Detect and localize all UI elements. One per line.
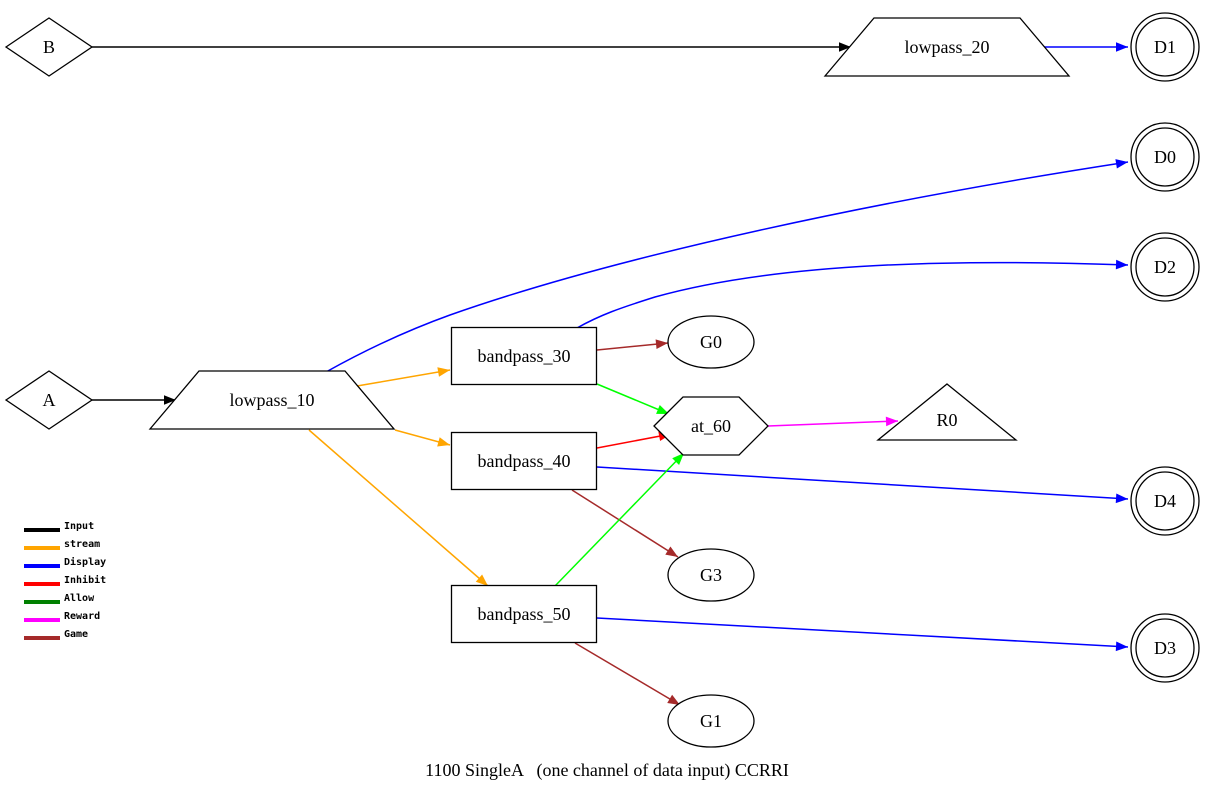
node-shape	[1135, 618, 1195, 678]
node-D0[interactable]: D0	[1130, 122, 1200, 192]
legend-label: Display	[64, 556, 106, 568]
node-bandpass_30[interactable]: bandpass_30	[450, 326, 598, 386]
node-shape	[823, 17, 1071, 77]
node-D2[interactable]: D2	[1130, 232, 1200, 302]
node-bandpass_50[interactable]: bandpass_50	[450, 584, 598, 644]
edge-bandpass_40-to-G3	[571, 489, 679, 558]
legend-label: Input	[64, 521, 94, 532]
legend-label: stream	[64, 539, 100, 550]
node-label: G0	[700, 332, 722, 352]
node-shape	[653, 396, 769, 456]
node-shape	[1135, 127, 1195, 187]
node-lowpass_20[interactable]: lowpass_20	[823, 17, 1071, 77]
node-D4[interactable]: D4	[1130, 466, 1200, 536]
node-label: bandpass_40	[478, 451, 571, 471]
node-label: bandpass_50	[478, 604, 571, 624]
legend-item-game: Game	[24, 629, 88, 640]
edge-bandpass_30-to-at_60	[596, 383, 670, 415]
node-label: G1	[700, 711, 722, 731]
node-lowpass_10[interactable]: lowpass_10	[148, 370, 396, 430]
node-D1[interactable]: D1	[1130, 12, 1200, 82]
node-label: D1	[1154, 37, 1176, 57]
node-shape	[1135, 471, 1195, 531]
edge-bandpass_50-to-D3	[596, 617, 1129, 652]
legend-item-display: Display	[24, 556, 106, 568]
legend-item-inhibit: Inhibit	[24, 574, 106, 586]
node-bandpass_40[interactable]: bandpass_40	[450, 431, 598, 491]
edge-bandpass_30-to-G0	[596, 339, 669, 351]
legend-item-allow: Allow	[24, 593, 95, 604]
node-label: D3	[1154, 638, 1176, 658]
edge-bandpass_40-to-at_60	[596, 431, 672, 449]
node-G1[interactable]: G1	[667, 694, 755, 748]
node-shape	[4, 370, 94, 430]
edge-bandpass_30-to-D2	[576, 259, 1129, 329]
node-label: lowpass_20	[905, 37, 990, 57]
edge-at_60-to-R0	[767, 416, 899, 427]
node-B[interactable]: B	[4, 17, 94, 77]
node-label: at_60	[691, 416, 731, 436]
node-shape	[876, 383, 1018, 441]
edge-lowpass_10-to-D0	[325, 159, 1129, 373]
node-label: D0	[1154, 147, 1176, 167]
legend-label: Allow	[64, 593, 95, 604]
diagram-caption: 1100 SingleA (one channel of data input)…	[425, 760, 789, 781]
edge-lowpass_10-to-bandpass_50	[308, 429, 489, 587]
node-shape	[1135, 17, 1195, 77]
node-at_60[interactable]: at_60	[653, 396, 769, 456]
node-label: lowpass_10	[230, 390, 315, 410]
node-shape	[667, 548, 755, 602]
legend-label: Reward	[64, 611, 100, 622]
node-shape	[667, 694, 755, 748]
edges-layer	[92, 42, 1129, 706]
node-shape	[4, 17, 94, 77]
edge-lowpass_10-to-bandpass_40	[394, 429, 451, 447]
node-label: D4	[1154, 491, 1176, 511]
node-label: G3	[700, 565, 722, 585]
legend-item-reward: Reward	[24, 611, 100, 622]
legend-label: Inhibit	[64, 574, 106, 586]
node-label: B	[43, 37, 55, 57]
legend-label: Game	[64, 629, 88, 640]
node-shape	[450, 326, 598, 386]
node-A[interactable]: A	[4, 370, 94, 430]
node-shape	[148, 370, 396, 430]
node-label: R0	[936, 410, 957, 430]
legend-item-input: Input	[24, 521, 94, 532]
node-shape	[450, 431, 598, 491]
edge-bandpass_50-to-at_60	[554, 452, 685, 587]
node-label: A	[43, 390, 56, 410]
node-R0[interactable]: R0	[876, 383, 1018, 441]
node-G0[interactable]: G0	[667, 315, 755, 369]
edge-bandpass_40-to-D4	[596, 466, 1129, 504]
node-shape	[1135, 237, 1195, 297]
node-shape	[667, 315, 755, 369]
edge-bandpass_50-to-G1	[574, 642, 681, 706]
node-G3[interactable]: G3	[667, 548, 755, 602]
legend-item-stream: stream	[24, 539, 100, 550]
node-label: D2	[1154, 257, 1176, 277]
node-label: bandpass_30	[478, 346, 571, 366]
node-shape	[450, 584, 598, 644]
edge-lowpass_10-to-bandpass_30	[356, 367, 451, 387]
node-D3[interactable]: D3	[1130, 613, 1200, 683]
